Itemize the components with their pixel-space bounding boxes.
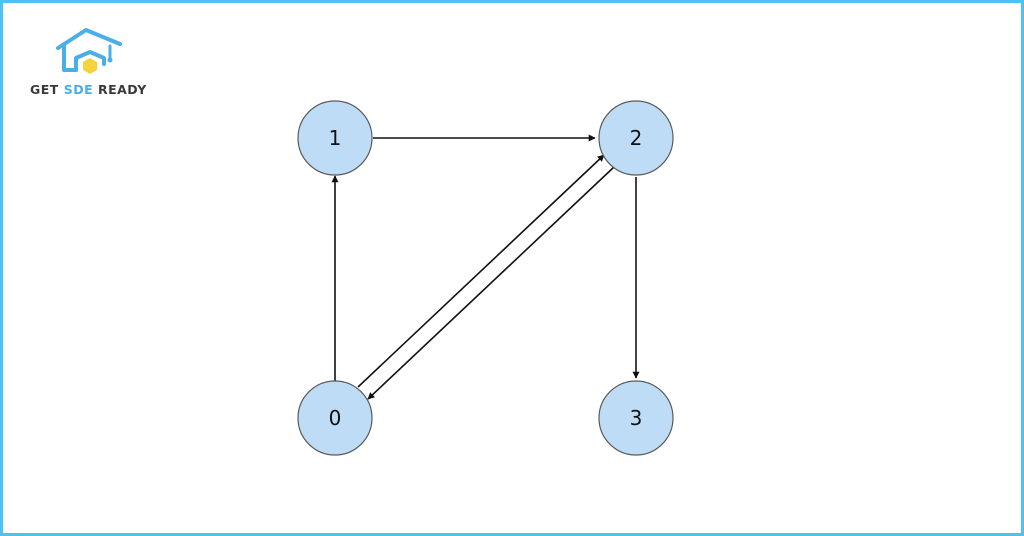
node-2-label: 2 [630, 126, 643, 150]
node-0: 0 [297, 380, 373, 456]
node-3: 3 [598, 380, 674, 456]
brand-logo: GET SDE READY [28, 24, 158, 100]
node-0-label: 0 [329, 406, 342, 430]
node-3-label: 3 [630, 406, 643, 430]
brand-word-get: GET [30, 82, 59, 97]
brand-word-ready: READY [97, 82, 147, 97]
hexagon-shape [83, 58, 97, 74]
brand-wordmark: GET SDE READY [30, 82, 147, 97]
graduation-cap-house-icon [56, 28, 122, 74]
node-1: 1 [297, 100, 373, 176]
node-2: 2 [598, 100, 674, 176]
brand-word-sde: SDE [63, 82, 94, 97]
edge-2-to-0 [367, 166, 615, 400]
edge-0-to-2 [357, 154, 605, 388]
node-1-label: 1 [329, 126, 342, 150]
